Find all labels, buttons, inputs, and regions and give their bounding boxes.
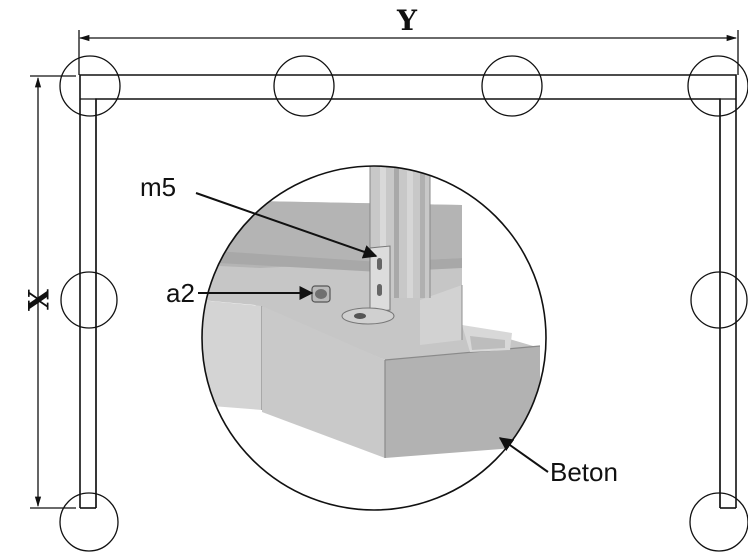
fixing-point: [689, 492, 748, 552]
fixing-points: [59, 55, 748, 552]
concrete-base-front: [385, 346, 540, 458]
fixing-point: [60, 271, 118, 329]
callout-a2: a2: [166, 278, 314, 308]
fixing-point: [59, 492, 119, 552]
callout-beton-label: Beton: [550, 457, 618, 487]
vertical-plate: [420, 285, 462, 345]
dimension-y: Y: [78, 4, 739, 75]
detail-view: [201, 165, 547, 511]
fixing-point: [687, 55, 748, 117]
fixing-point: [481, 55, 543, 117]
dimension-x: X: [21, 75, 76, 509]
fixing-point: [59, 55, 121, 117]
dimension-y-label: Y: [396, 4, 418, 37]
concrete-left-face: [202, 300, 262, 410]
fixing-point: [690, 271, 748, 329]
callout-m5-label: m5: [140, 172, 176, 202]
dimension-x-label: X: [21, 289, 54, 311]
frame-outline: [79, 74, 737, 509]
callout-m5: m5: [140, 172, 378, 259]
fixing-point: [273, 55, 335, 117]
callout-beton: Beton: [498, 437, 618, 487]
anchor-bolt: [311, 285, 331, 303]
callout-a2-label: a2: [166, 278, 195, 308]
angle-bracket: [341, 245, 395, 325]
